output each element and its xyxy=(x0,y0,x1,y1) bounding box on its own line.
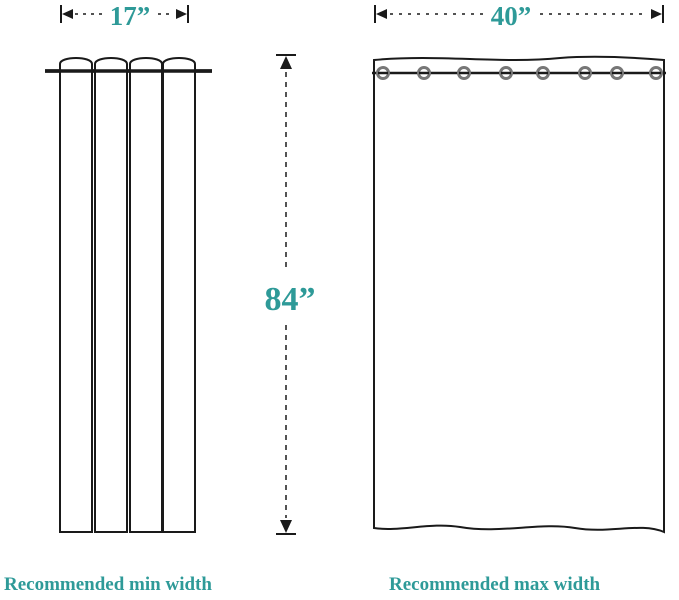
length-marker: 84” xyxy=(265,54,316,535)
arrow-left-icon xyxy=(62,9,73,19)
curtain-panel xyxy=(373,55,665,534)
curtain-pleat xyxy=(59,57,93,533)
min-width-marker: 17” xyxy=(60,1,189,31)
max-width-marker: 40” xyxy=(374,1,664,31)
grommet-row xyxy=(376,66,663,80)
arrow-right-icon xyxy=(176,9,187,19)
max-width-label: 40” xyxy=(491,1,532,31)
arrow-left-icon xyxy=(376,9,387,19)
curtain-pleat xyxy=(94,57,128,533)
curtain-pleat xyxy=(162,57,196,533)
flat-curtain-panel xyxy=(372,55,666,534)
arrow-up-icon xyxy=(280,56,292,69)
caption-max-width: Recommended max width xyxy=(389,574,601,595)
arrow-right-icon xyxy=(651,9,662,19)
curtain-pleat xyxy=(129,57,163,533)
gathered-curtain xyxy=(45,57,212,533)
arrow-down-icon xyxy=(280,520,292,533)
length-label: 84” xyxy=(265,281,316,318)
caption-min-width: Recommended min width xyxy=(4,574,212,595)
min-width-label: 17” xyxy=(110,1,151,31)
